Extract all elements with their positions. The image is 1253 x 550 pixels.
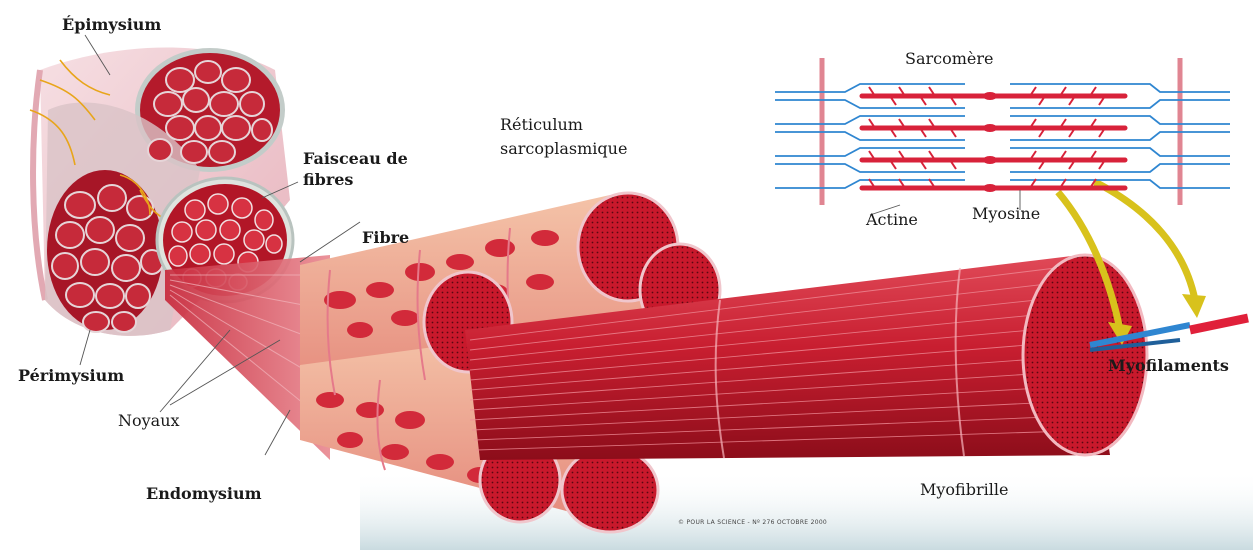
- label-myosine: Myosine: [972, 205, 1040, 223]
- copyright-credit: © POUR LA SCIENCE - Nº 276 OCTOBRE 2000: [678, 519, 827, 526]
- label-noyaux: Noyaux: [118, 412, 180, 430]
- label-reticulum-line1: Réticulum: [500, 116, 583, 134]
- label-endomysium: Endomysium: [146, 485, 262, 503]
- label-sarcomere: Sarcomère: [905, 50, 994, 68]
- label-fibre: Fibre: [362, 229, 409, 247]
- label-actine: Actine: [866, 211, 918, 229]
- label-myofibrille: Myofibrille: [920, 481, 1008, 499]
- label-faisceau-line1: Faisceau de: [303, 150, 408, 168]
- label-perimysium: Périmysium: [18, 367, 124, 385]
- label-reticulum-line2: sarcoplasmique: [500, 140, 627, 158]
- label-faisceau-line2: fibres: [303, 171, 353, 189]
- sarcomere-schematic: [775, 58, 1230, 205]
- label-myofilaments: Myofilaments: [1108, 357, 1229, 375]
- label-epimysium: Épimysium: [62, 16, 161, 34]
